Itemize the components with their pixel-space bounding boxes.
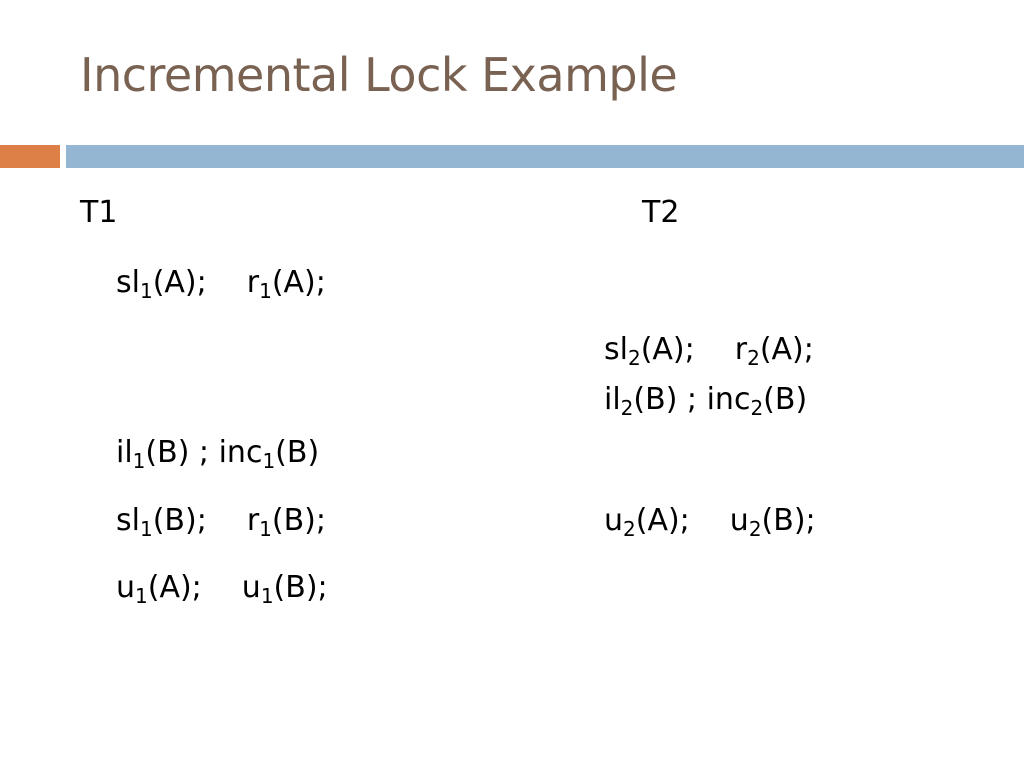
t2-step-2: il2(B) ; inc2(B) xyxy=(604,382,808,420)
t1-step-4: u1(A); u1(B); xyxy=(116,570,328,608)
t2-header: T2 xyxy=(642,195,680,230)
t2-step-2-op-1: il2(B) ; xyxy=(604,382,698,420)
t1-step-4-op-1: u1(A); xyxy=(116,570,202,608)
slide-title: Incremental Lock Example xyxy=(80,48,678,102)
t2-step-1: sl2(A); r2(A); xyxy=(604,332,814,370)
t1-step-1: sl1(A); r1(A); xyxy=(116,265,326,303)
t1-step-2: il1(B) ; inc1(B) xyxy=(116,435,320,473)
t1-step-3: sl1(B); r1(B); xyxy=(116,503,326,541)
title-rule xyxy=(66,145,1024,168)
t1-step-3-op-2: r1(B); xyxy=(246,503,326,541)
t1-step-3-op-1: sl1(B); xyxy=(116,503,207,541)
t2-step-3-op-2: u2(B); xyxy=(729,503,816,541)
t2-step-2-op-2: inc2(B) xyxy=(706,382,808,420)
t1-step-1-op-2: r1(A); xyxy=(246,265,326,303)
accent-bar xyxy=(0,145,60,168)
t2-step-3-op-1: u2(A); xyxy=(604,503,690,541)
t1-step-1-op-1: sl1(A); xyxy=(116,265,207,303)
t2-step-3: u2(A); u2(B); xyxy=(604,503,816,541)
t1-header: T1 xyxy=(80,195,118,230)
t2-step-1-op-1: sl2(A); xyxy=(604,332,695,370)
t1-step-4-op-2: u1(B); xyxy=(241,570,328,608)
t1-step-2-op-2: inc1(B) xyxy=(218,435,320,473)
t2-step-1-op-2: r2(A); xyxy=(734,332,814,370)
t1-step-2-op-1: il1(B) ; xyxy=(116,435,210,473)
